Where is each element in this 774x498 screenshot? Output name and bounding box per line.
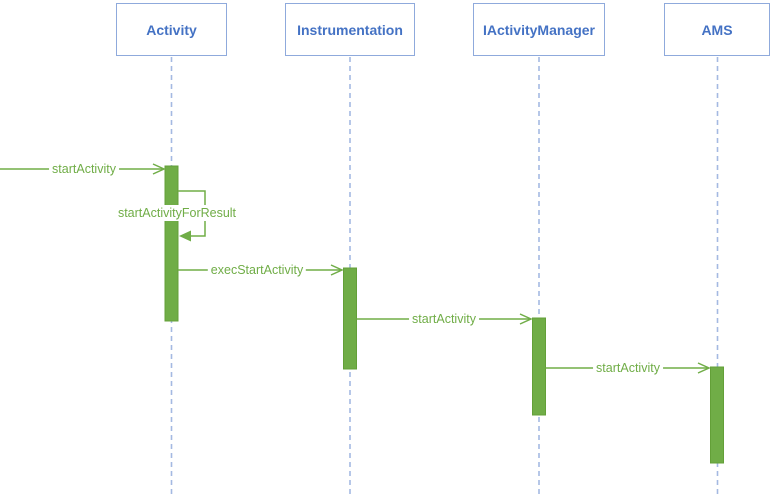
message-label-exec-start-activity: execStartActivity: [207, 262, 307, 278]
activation-bar-ams: [710, 366, 724, 464]
message-label-start-activity-in: startActivity: [49, 161, 119, 177]
message-label-start-activity-ams: startActivity: [593, 360, 663, 376]
participant-label: Activity: [146, 21, 197, 38]
activation-bar-instrumentation: [343, 267, 357, 370]
participant-label: Instrumentation: [297, 21, 403, 38]
message-label-self-call: startActivityForResult: [114, 205, 240, 221]
participant-box-ams: AMS: [664, 3, 770, 56]
open-arrowhead-icon: [519, 313, 533, 325]
participant-label: IActivityManager: [482, 21, 596, 38]
open-arrowhead-icon: [330, 264, 344, 276]
filled-arrowhead-icon: [179, 230, 191, 242]
open-arrowhead-icon: [697, 362, 711, 374]
participant-box-iactivitymanager: IActivityManager: [473, 3, 605, 56]
participant-label: AMS: [701, 21, 733, 38]
participant-box-activity: Activity: [116, 3, 227, 56]
message-label-start-activity-iam: startActivity: [409, 311, 479, 327]
activation-bar-activity: [164, 165, 179, 322]
open-arrowhead-icon: [152, 163, 166, 175]
participant-box-instrumentation: Instrumentation: [285, 3, 415, 56]
activation-bar-iactivitymanager: [532, 317, 546, 416]
